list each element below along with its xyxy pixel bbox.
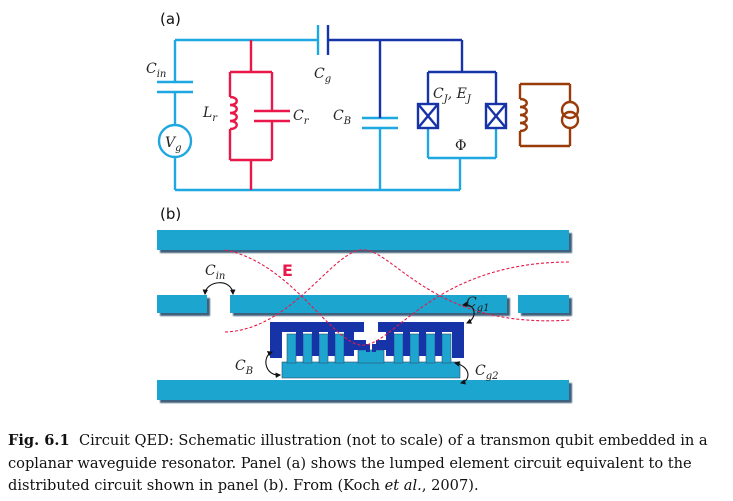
lc-resonator-symbol	[228, 40, 290, 190]
cg-label: Cg	[314, 66, 331, 85]
junction-right-symbol	[484, 102, 508, 130]
bottom-ground-plane	[157, 380, 569, 400]
ground-comb	[281, 333, 461, 379]
device-cin-label: Cin	[205, 263, 225, 282]
device-cb-label: CB	[235, 358, 253, 377]
figure-illustration: (a)	[146, 10, 580, 400]
top-ground-plane	[157, 230, 569, 250]
caption-text: Circuit QED: Schematic illustration (not…	[8, 432, 708, 494]
device-cg2-label: Cg2	[475, 363, 498, 382]
cj-ej-label: CJ, EJ	[433, 86, 472, 105]
center-conductor-left-segment	[157, 295, 207, 313]
center-conductor-main	[230, 295, 507, 313]
device-cg1-label: Cg1	[466, 295, 489, 314]
panel-a-label: (a)	[160, 10, 181, 28]
resonator-wiring	[173, 38, 498, 192]
waveguide-device	[157, 230, 571, 400]
caption-et-al: et al.	[384, 477, 422, 494]
cb-capacitor-symbol	[362, 116, 398, 130]
vg-label: Vg	[165, 135, 182, 154]
center-conductor-right-segment	[518, 295, 569, 313]
cb-label: CB	[333, 108, 351, 127]
cin-capacitor-symbol	[157, 80, 193, 94]
flux-label: Φ	[455, 138, 466, 154]
caption-year: , 2007).	[421, 477, 479, 494]
transmon-island	[270, 322, 464, 358]
cr-label: Cr	[293, 108, 310, 127]
junction-left-symbol	[416, 102, 440, 130]
figure-number: Fig. 6.1	[8, 432, 70, 449]
e-field-label: E	[282, 261, 293, 280]
cg-capacitor-symbol	[316, 25, 330, 55]
panel-b-label: (b)	[160, 205, 181, 223]
coupling-arrows	[202, 282, 475, 385]
coupled-flux-element	[518, 82, 580, 148]
voltage-source-symbol	[157, 123, 193, 159]
qubit-wiring	[328, 38, 498, 118]
lumped-circuit	[157, 25, 580, 192]
lr-label: Lr	[202, 105, 218, 124]
figure-caption: Fig. 6.1 Circuit QED: Schematic illustra…	[8, 430, 728, 498]
cin-label: Cin	[146, 61, 166, 80]
